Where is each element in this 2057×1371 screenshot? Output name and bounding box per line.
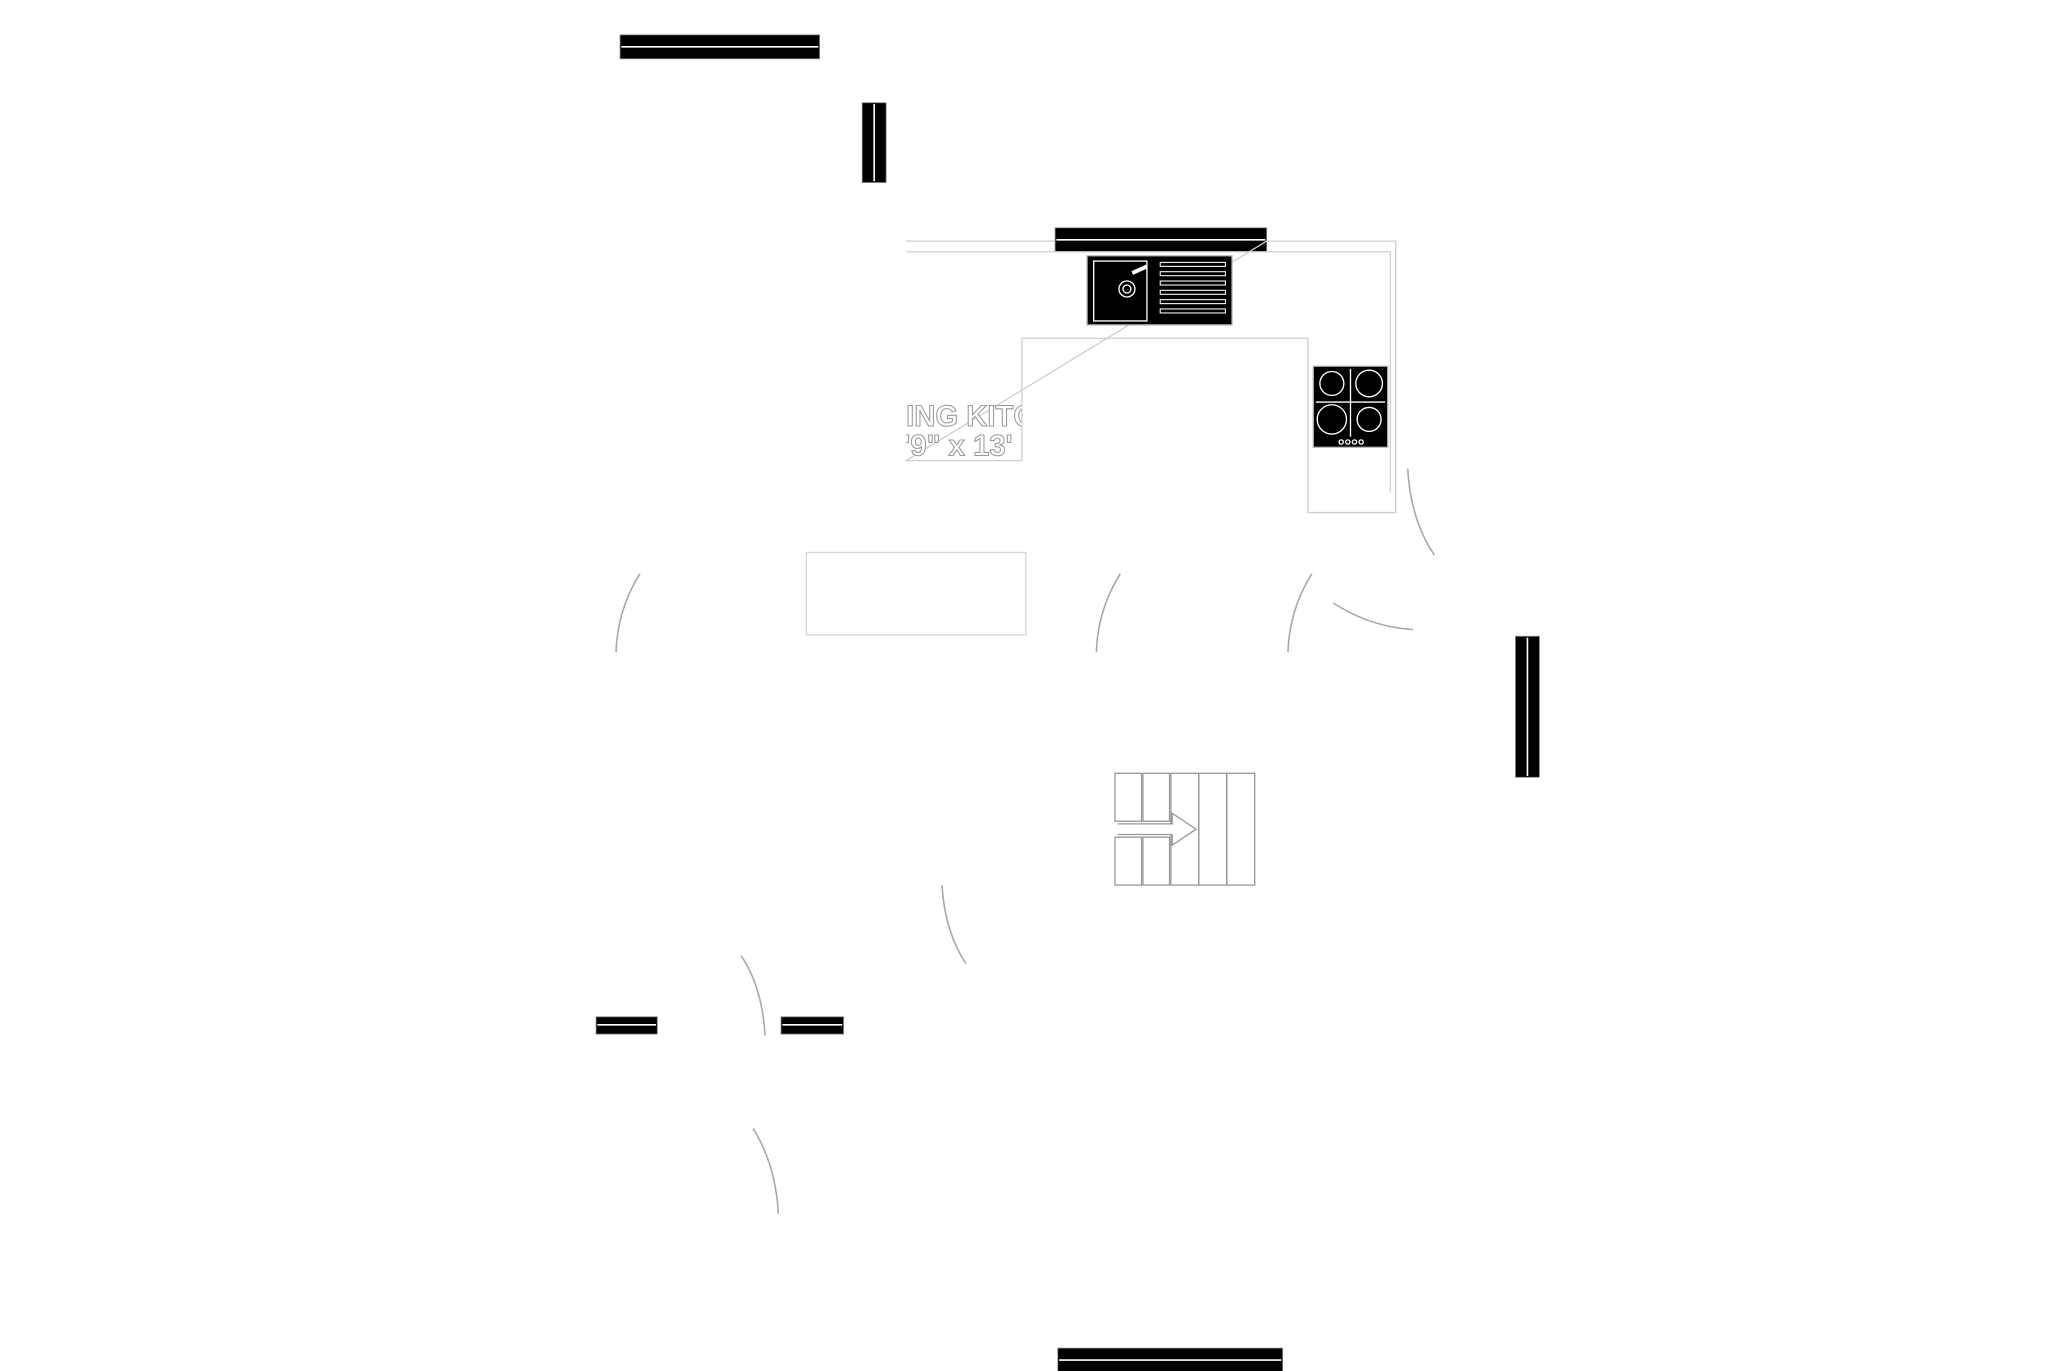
hob — [1312, 365, 1389, 449]
sink — [1086, 255, 1233, 326]
staircase — [1114, 772, 1256, 886]
stair-arrow-icon — [1117, 811, 1198, 847]
kitchen-island — [805, 551, 1027, 636]
room-dimensions: '9" x 13' — [903, 430, 1012, 462]
kitchen-counters — [903, 240, 1397, 514]
room-label: ING KITC — [906, 401, 1034, 433]
door-swings — [615, 468, 1435, 1214]
